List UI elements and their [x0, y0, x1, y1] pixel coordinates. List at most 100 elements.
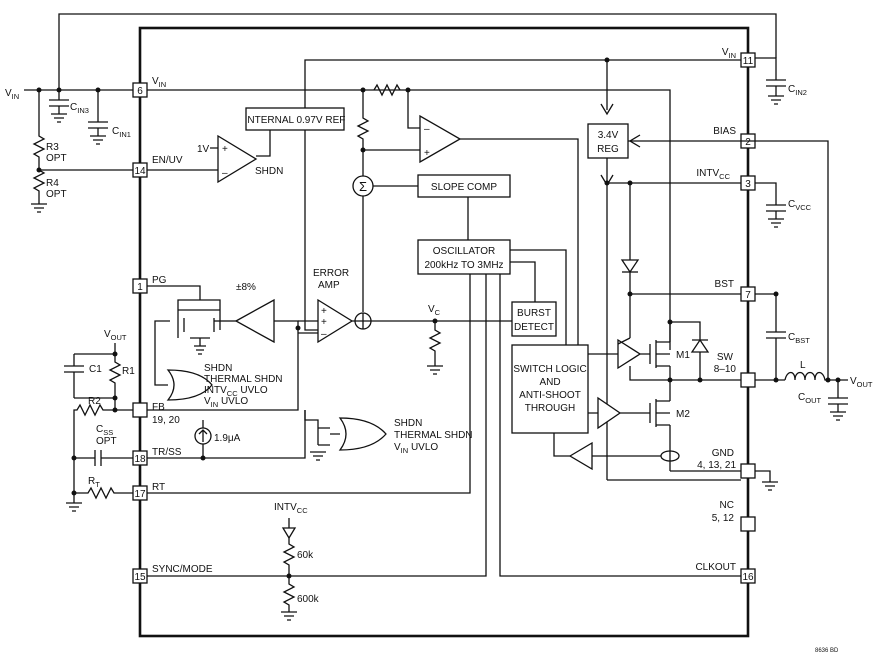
svg-text:1.9μA: 1.9μA — [214, 433, 241, 444]
svg-text:CIN1: CIN1 — [112, 126, 131, 139]
svg-text:6: 6 — [137, 86, 143, 97]
svg-text:L: L — [800, 360, 806, 371]
svg-text:8–10: 8–10 — [714, 364, 737, 375]
svg-text:OPT: OPT — [46, 153, 67, 164]
svg-text:+: + — [222, 144, 228, 155]
svg-text:–: – — [424, 124, 430, 135]
pin-rt-17: 17 RT — [132, 482, 165, 501]
svg-text:THERMAL SHDN: THERMAL SHDN — [394, 430, 473, 441]
svg-text:R2: R2 — [88, 396, 101, 407]
svg-text:VC: VC — [428, 304, 441, 317]
svg-text:3: 3 — [745, 179, 751, 190]
svg-text:CVCC: CVCC — [788, 199, 812, 212]
svg-text:ANTI-SHOOT: ANTI-SHOOT — [519, 390, 581, 401]
svg-text:R3: R3 — [46, 142, 59, 153]
figure-code: 8636 BD — [815, 648, 839, 654]
svg-text:14: 14 — [134, 166, 146, 177]
svg-text:VIN: VIN — [722, 47, 736, 60]
svg-text:4, 13, 21: 4, 13, 21 — [697, 460, 736, 471]
svg-text:INTVCC: INTVCC — [696, 168, 730, 181]
svg-text:FB: FB — [152, 402, 165, 413]
svg-text:–: – — [321, 329, 327, 340]
svg-text:COUT: COUT — [798, 392, 821, 405]
svg-text:INTVCC: INTVCC — [274, 502, 308, 515]
slope-comp-block: SLOPE COMP — [417, 174, 511, 198]
svg-text:11: 11 — [743, 56, 754, 67]
svg-text:VIN: VIN — [152, 76, 166, 89]
pin-sync-mode-15: 15 SYNC/MODE — [132, 564, 213, 584]
svg-text:5, 12: 5, 12 — [712, 513, 735, 524]
pin-pg-1: 1 PG — [132, 275, 167, 294]
vin-label: VIN — [5, 88, 19, 101]
pin-vin-6: 6 VIN — [132, 76, 166, 98]
svg-text:M2: M2 — [676, 409, 690, 420]
or-gate-1: SHDN THERMAL SHDN INTVCC UVLO VIN UVLO — [166, 363, 283, 409]
svg-text:CIN2: CIN2 — [788, 84, 807, 97]
svg-text:BST: BST — [715, 279, 734, 290]
m1-mosfet: M1 — [649, 340, 690, 368]
cin3-capacitor: CIN3 — [49, 90, 89, 123]
pg-window-comparator: ±8% — [234, 282, 275, 344]
svg-text:CSS: CSS — [96, 424, 113, 437]
en-comparator: + – 1V SHDN — [197, 134, 283, 184]
svg-text:CIN3: CIN3 — [70, 102, 89, 115]
svg-text:SW: SW — [717, 352, 734, 363]
svg-text:VIN UVLO: VIN UVLO — [204, 396, 248, 409]
pin-tr-ss-18: 18 TR/SS — [132, 447, 182, 466]
svg-text:INTERNAL 0.97V REF: INTERNAL 0.97V REF — [245, 115, 346, 126]
svg-text:3.4V: 3.4V — [598, 130, 619, 141]
svg-text:17: 17 — [134, 489, 146, 500]
svg-text:RT: RT — [88, 476, 100, 489]
svg-text:EN/UV: EN/UV — [152, 155, 183, 166]
cout-capacitor: COUT — [798, 380, 848, 421]
vin-top-wire — [58, 13, 777, 90]
pin-intvcc-3: 3 INTVCC — [696, 168, 756, 191]
error-amp: + + – ERROR AMP — [313, 268, 354, 344]
svg-text:19, 20: 19, 20 — [152, 415, 180, 426]
svg-text:RT: RT — [152, 482, 165, 493]
svg-text:OSCILLATOR: OSCILLATOR — [433, 246, 495, 257]
svg-text:18: 18 — [134, 454, 146, 465]
pin-vin-11: 11 VIN — [722, 47, 756, 68]
burst-detect-block: BURST DETECT — [511, 301, 557, 337]
pin-nc: NC 5, 12 — [712, 500, 756, 532]
svg-text:THROUGH: THROUGH — [525, 403, 576, 414]
svg-text:+: + — [424, 148, 430, 159]
svg-text:600k: 600k — [297, 594, 320, 605]
svg-text:AMP: AMP — [318, 280, 340, 291]
svg-text:GND: GND — [712, 448, 734, 459]
pin-sw: SW 8–10 — [714, 352, 756, 388]
cvcc-capacitor: CVCC — [766, 199, 812, 228]
svg-text:R1: R1 — [122, 366, 135, 377]
svg-text:SYNC/MODE: SYNC/MODE — [152, 564, 213, 575]
svg-text:REG: REG — [597, 144, 619, 155]
svg-text:VOUT: VOUT — [104, 329, 127, 342]
svg-text:DETECT: DETECT — [514, 322, 554, 333]
cin1-capacitor: CIN1 — [88, 90, 131, 145]
svg-text:CBST: CBST — [788, 332, 810, 345]
current-source-1p9ua: 1.9μA — [194, 427, 241, 445]
reg-block: 3.4V REG — [587, 123, 629, 159]
m2-mosfet: M2 — [649, 399, 690, 427]
svg-text:THERMAL SHDN: THERMAL SHDN — [204, 374, 283, 385]
svg-text:BIAS: BIAS — [713, 126, 736, 137]
svg-text:VOUT: VOUT — [850, 376, 873, 389]
summing-node: Σ — [352, 175, 374, 197]
svg-text:+: + — [321, 306, 327, 317]
svg-text:SHDN: SHDN — [394, 418, 422, 429]
svg-text:15: 15 — [134, 572, 146, 583]
r3-r4-divider: R3 OPT R4 OPT — [31, 90, 133, 213]
svg-text:±8%: ±8% — [236, 282, 256, 293]
m2-driver — [597, 396, 622, 430]
svg-text:1V: 1V — [197, 144, 210, 155]
svg-text:SHDN: SHDN — [204, 363, 232, 374]
cin2-capacitor: CIN2 — [766, 79, 807, 105]
svg-text:16: 16 — [742, 572, 754, 583]
svg-text:+: + — [321, 317, 327, 328]
cbst-capacitor: CBST — [766, 331, 810, 380]
svg-text:–: – — [222, 168, 228, 179]
svg-text:R4: R4 — [46, 178, 59, 189]
svg-text:Σ: Σ — [359, 179, 367, 194]
svg-text:C1: C1 — [89, 364, 102, 375]
